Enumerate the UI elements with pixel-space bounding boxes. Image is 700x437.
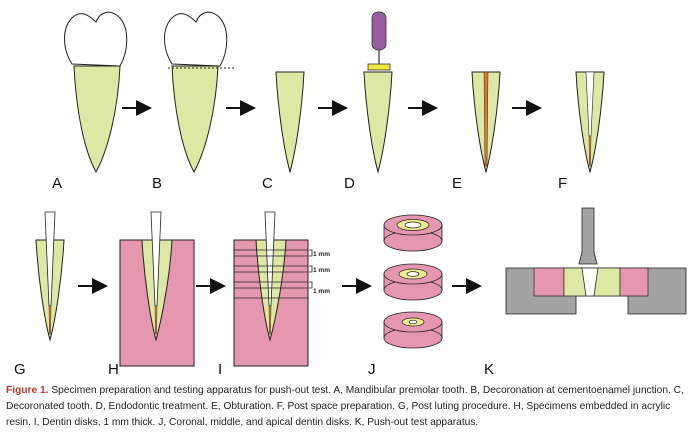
panel-b-tooth (164, 11, 236, 174)
panel-e-obturation (471, 71, 501, 174)
disk-coronal (383, 214, 443, 252)
panel-label-a: A (52, 175, 62, 192)
panel-label-k: K (484, 361, 494, 378)
specimen-preparation-diagram: A B C D E F G (14, 11, 687, 378)
section-lines (234, 249, 308, 299)
root (171, 65, 219, 174)
caption-label: Figure 1. (6, 385, 49, 396)
disk-apical (383, 311, 443, 349)
panel-label-d: D (344, 175, 355, 192)
panel-k-push-out-apparatus (505, 207, 687, 315)
crown (64, 11, 128, 67)
resin-right (619, 267, 649, 297)
panel-a-tooth (64, 11, 128, 174)
mm-label-coronal: 1 mm (313, 251, 330, 258)
gutta-percha-fill (483, 71, 489, 167)
crown (164, 11, 228, 67)
mm-label-apical: 1 mm (313, 288, 330, 295)
panel-g-post-luting (35, 211, 65, 342)
panel-label-e: E (452, 175, 462, 192)
root (73, 65, 121, 174)
panel-label-c: C (262, 175, 273, 192)
disk-middle (383, 263, 443, 301)
dentin-right (593, 267, 621, 297)
mm-brackets (309, 249, 313, 289)
mm-label-middle: 1 mm (313, 267, 330, 274)
panel-label-h: H (108, 361, 119, 378)
gutta-percha (154, 305, 158, 335)
panel-i-sectioning: 1 mm 1 mm 1 mm (233, 211, 330, 367)
gutta-percha (268, 305, 272, 335)
figure-caption: Figure 1. Specimen preparation and testi… (6, 383, 696, 431)
panel-label-i: I (218, 361, 222, 378)
panel-f-post-space (575, 71, 605, 174)
caption-text: Specimen preparation and testing apparat… (6, 385, 684, 428)
plunger (578, 207, 598, 265)
handpiece (371, 11, 387, 51)
panel-label-j: J (368, 361, 376, 378)
resin-left (533, 267, 565, 297)
stopper-plate (367, 63, 391, 71)
panel-d-endodontic (363, 11, 393, 174)
gutta-percha (48, 305, 52, 335)
panel-c-root (275, 71, 305, 174)
panel-h-resin-block (119, 211, 195, 367)
panel-label-b: B (152, 175, 162, 192)
panel-label-f: F (558, 175, 567, 192)
remaining-gutta-percha (588, 135, 592, 167)
root (363, 71, 393, 174)
panel-label-g: G (14, 361, 26, 378)
